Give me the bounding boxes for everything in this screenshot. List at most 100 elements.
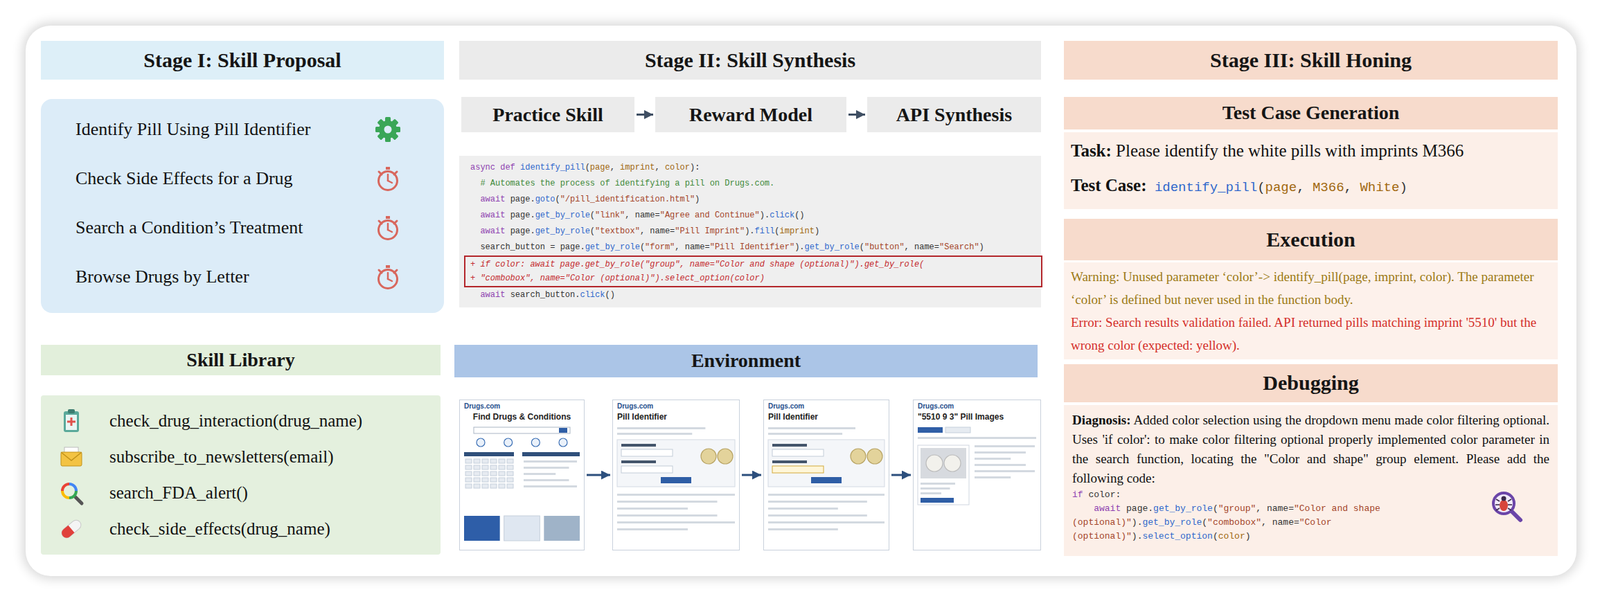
- graphic-part: [1493, 493, 1515, 514]
- graphic-part: [772, 466, 824, 474]
- code-token: async: [470, 162, 496, 173]
- code-token: [1352, 180, 1360, 196]
- debugging-panel: Diagnosis: Added color selection using t…: [1063, 405, 1558, 557]
- code-token: click: [769, 210, 795, 221]
- code-token: imprint: [779, 226, 815, 237]
- code-token: [680, 242, 686, 253]
- code-line: + if color: await page.get_by_role("grou…: [470, 257, 1042, 272]
- code-token: .: [764, 210, 770, 221]
- code-token: get_by_role: [1142, 517, 1202, 528]
- code-token: .: [1147, 503, 1154, 514]
- code-token: [515, 162, 521, 173]
- label-text: Drugs.com: [768, 402, 885, 411]
- code-token: page: [510, 226, 531, 237]
- code-token: get_by_role: [804, 242, 860, 253]
- graphic-part: [498, 471, 505, 476]
- code-token: color: [1088, 489, 1116, 501]
- graphic-part: [69, 491, 78, 500]
- graphic-part: [617, 514, 718, 517]
- code-token: imprint: [619, 162, 655, 173]
- graphic-part: [558, 428, 568, 433]
- label-text: Skill Library: [186, 349, 295, 372]
- code-token: await: [480, 226, 505, 237]
- code-token: ,: [1255, 503, 1262, 514]
- code-token: [545, 242, 550, 253]
- label-text: Warning: Unused parameter ‘color’-> iden…: [1070, 265, 1551, 311]
- code-token: ,: [610, 162, 616, 173]
- code-token: name: [635, 210, 656, 221]
- code-token: def: [500, 162, 516, 173]
- code-token: .: [579, 242, 585, 253]
- code-token: [1266, 517, 1273, 528]
- code-token: :: [694, 162, 700, 173]
- skill-icon: [57, 407, 86, 435]
- graphic-part: [768, 507, 839, 510]
- code-token: [470, 194, 480, 205]
- code-token: (: [774, 226, 780, 237]
- code-token: (: [590, 226, 595, 237]
- code-token: ): [1399, 180, 1407, 196]
- flow-arrow: [891, 474, 911, 477]
- skill-item: Check Side Effects for a Drug: [75, 153, 372, 203]
- code-token: .: [799, 242, 805, 253]
- code-token: .: [529, 194, 535, 205]
- code-token: [504, 290, 510, 300]
- graphic-part: [523, 485, 577, 488]
- code-token: "link": [594, 210, 625, 221]
- graphic-part: [378, 171, 398, 190]
- label-text: Stage II: Skill Synthesis: [644, 48, 856, 73]
- graphic-part: [464, 452, 514, 457]
- graphic-part: [920, 482, 956, 485]
- code-token: ): [744, 226, 750, 237]
- graphic-part: [920, 487, 951, 490]
- graphic-part: [387, 279, 393, 282]
- label-text: Diagnosis: Added color selection using t…: [1072, 410, 1550, 489]
- graphic-part: [387, 180, 393, 183]
- proposal-panel: Identify Pill Using Pill IdentifierCheck…: [40, 99, 444, 314]
- graphic-part: [768, 432, 843, 435]
- code-token: .: [529, 210, 535, 221]
- code-token: ): [814, 226, 820, 237]
- graphic-part: [482, 459, 489, 464]
- graphic-part: [522, 452, 580, 457]
- graphic-part: [482, 484, 489, 489]
- graphic-part: [60, 452, 82, 467]
- graphic-part: [464, 516, 501, 541]
- code-token: page: [1126, 503, 1148, 514]
- graphic-part: [490, 484, 497, 489]
- process-box: API Synthesis: [867, 96, 1042, 133]
- page-mockup: [459, 425, 584, 548]
- label-text: Drugs.com: [464, 402, 580, 411]
- section-header: Execution: [1063, 218, 1558, 261]
- code-token: =: [934, 242, 940, 253]
- process-box: Practice Skill: [461, 96, 635, 133]
- code-token: ,: [674, 242, 680, 253]
- graphic-part: [378, 269, 398, 289]
- graphic-part: [1495, 504, 1500, 506]
- code-token: .: [749, 226, 755, 237]
- graphic-part: [1496, 499, 1500, 502]
- flow-arrow: [636, 113, 654, 116]
- label-text: Task: Please identify the white pills wi…: [1070, 133, 1551, 169]
- graphic-part: [473, 465, 480, 470]
- graphic-part: [375, 117, 401, 142]
- code-token: [470, 226, 480, 237]
- graphic-part: [920, 492, 942, 495]
- screenshot: Drugs.comFind Drugs & Conditions: [459, 399, 585, 551]
- graphic-part: [473, 477, 480, 483]
- code-token: page: [510, 194, 531, 205]
- graphic-part: [507, 465, 514, 470]
- code-token: "Pill Identifier": [709, 242, 795, 253]
- graphic-part: [717, 448, 733, 465]
- label-text: "5510 9 3" Pill Images: [917, 412, 1037, 422]
- graphic-part: [498, 484, 505, 489]
- code-token: [470, 210, 480, 221]
- graphic-part: [617, 521, 735, 524]
- graphic-part: [974, 476, 1011, 479]
- label-text: Practice Skill: [492, 103, 603, 127]
- code-token: (: [859, 242, 865, 253]
- graphic-part: [917, 427, 943, 433]
- graphic-part: [768, 493, 885, 496]
- graphic-part: [59, 518, 84, 540]
